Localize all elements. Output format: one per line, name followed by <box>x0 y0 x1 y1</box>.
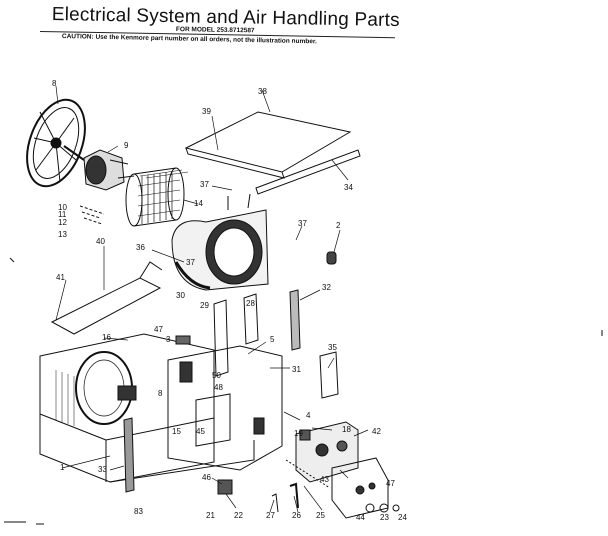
callout-8b: 8 <box>158 389 163 398</box>
callout-13: 13 <box>58 230 67 239</box>
callout-36: 36 <box>136 243 145 252</box>
callout-4: 4 <box>306 411 311 420</box>
callout-21: 21 <box>206 511 215 520</box>
callout-1: 1 <box>60 463 65 472</box>
callout-15: 15 <box>172 427 181 436</box>
callout-12: 12 <box>58 218 67 227</box>
leader-lines <box>55 85 369 513</box>
callout-3: 3 <box>166 335 171 344</box>
callout-32: 32 <box>322 283 331 292</box>
callout-28: 28 <box>246 299 255 308</box>
callout-2: 2 <box>336 221 341 230</box>
callout-27: 27 <box>266 511 275 520</box>
callout-29: 29 <box>200 301 209 310</box>
callout-labels: 8 9 10 11 12 13 14 38 39 34 37 37 37 2 4… <box>52 79 407 522</box>
callout-40: 40 <box>96 237 105 246</box>
motor-mount-screws <box>79 205 105 225</box>
callout-14: 14 <box>194 199 203 208</box>
blower-supports <box>213 293 259 377</box>
callout-41: 41 <box>56 273 65 282</box>
support-rod <box>255 149 361 195</box>
callout-16: 16 <box>102 333 111 342</box>
unit-chassis <box>39 333 255 483</box>
callout-39: 39 <box>202 107 211 116</box>
callout-8a: 8 <box>52 79 57 88</box>
callout-35: 35 <box>328 343 337 352</box>
callout-19: 19 <box>294 429 303 438</box>
callout-31: 31 <box>292 365 301 374</box>
callout-45: 45 <box>196 427 205 436</box>
callout-22: 22 <box>234 511 243 520</box>
callout-24: 24 <box>398 513 407 522</box>
callout-18: 18 <box>342 425 351 434</box>
control-bracket <box>319 351 339 399</box>
blower-housing <box>171 193 269 291</box>
control-panel <box>295 421 359 483</box>
callout-37b: 37 <box>298 219 307 228</box>
callout-25: 25 <box>316 511 325 520</box>
vertical-bracket <box>289 289 301 351</box>
callout-83: 83 <box>134 507 143 516</box>
callout-5: 5 <box>270 335 275 344</box>
callout-34: 34 <box>344 183 353 192</box>
callout-42: 42 <box>372 427 381 436</box>
callout-23: 23 <box>380 513 389 522</box>
top-cover-panel <box>184 111 352 179</box>
callout-46: 46 <box>202 473 211 482</box>
fan-blade <box>26 98 86 188</box>
fan-motor <box>63 145 135 191</box>
callout-26: 26 <box>292 511 301 520</box>
air-deflector-panel <box>50 261 163 335</box>
callout-50: 50 <box>212 371 221 380</box>
callout-30: 30 <box>176 291 185 300</box>
callout-43: 43 <box>320 475 329 484</box>
blower-wheel <box>125 167 189 227</box>
callout-10: 10 <box>58 203 67 212</box>
scan-marks <box>4 257 603 525</box>
callout-48: 48 <box>214 383 223 392</box>
callout-37c: 37 <box>186 258 195 267</box>
callout-47a: 47 <box>154 325 163 334</box>
callout-44: 44 <box>356 513 365 522</box>
control-knob <box>326 251 337 265</box>
callout-47b: 47 <box>386 479 395 488</box>
small-hardware <box>217 459 400 513</box>
callout-38: 38 <box>258 87 267 96</box>
callout-9: 9 <box>124 141 129 150</box>
callout-33: 33 <box>98 465 107 474</box>
drain-rod <box>123 417 135 493</box>
callout-37a: 37 <box>200 180 209 189</box>
callout-11: 11 <box>58 210 67 219</box>
center-partition <box>167 335 283 471</box>
